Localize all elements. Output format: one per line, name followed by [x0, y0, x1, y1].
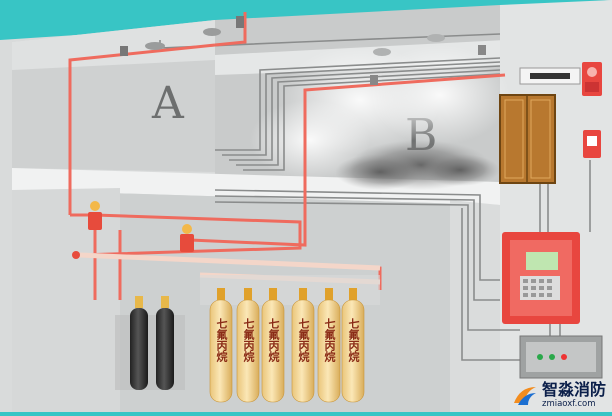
watermark-name: 智淼消防 — [541, 379, 606, 399]
agent-cylinder — [317, 299, 341, 403]
cylinder-valve — [325, 288, 333, 302]
nozzles — [120, 16, 486, 85]
agent-cylinder — [291, 299, 315, 403]
emergency-button — [583, 130, 601, 158]
starter-cylinders — [115, 296, 185, 390]
watermark-url: zmiaoxf.com — [541, 398, 596, 409]
cylinder-valve — [269, 288, 277, 302]
release-indicator-sign — [519, 67, 581, 85]
agent-cylinder — [209, 299, 233, 403]
agent-cylinder-label: 七氟丙烷 — [267, 318, 280, 362]
agent-cylinder-label: 七氟丙烷 — [297, 318, 310, 362]
agent-cylinder — [261, 299, 285, 403]
cylinder-valve — [244, 288, 252, 302]
gas-mist — [250, 45, 510, 180]
cylinder-valve — [299, 288, 307, 302]
cylinder-valve — [349, 288, 357, 302]
agent-cylinder-label: 七氟丙烷 — [347, 318, 360, 362]
cylinder-valve — [217, 288, 225, 302]
smoke-cloud — [335, 140, 500, 190]
brand-logo-icon — [513, 386, 536, 405]
watermark: 智淼消防 zmiaoxf.com — [512, 379, 606, 409]
door — [499, 94, 556, 184]
agent-cylinder-bank — [200, 275, 380, 403]
control-panel — [502, 232, 580, 324]
agent-cylinder-label: 七氟丙烷 — [323, 318, 336, 362]
power-panel — [519, 335, 603, 379]
selector-valves — [72, 201, 194, 259]
zone-a-label: A — [151, 78, 185, 129]
agent-cylinder-label: 七氟丙烷 — [215, 318, 228, 362]
sounder-strobe — [582, 62, 602, 96]
agent-cylinder — [236, 299, 260, 403]
agent-cylinder — [341, 299, 365, 403]
agent-cylinder-label: 七氟丙烷 — [242, 318, 255, 362]
